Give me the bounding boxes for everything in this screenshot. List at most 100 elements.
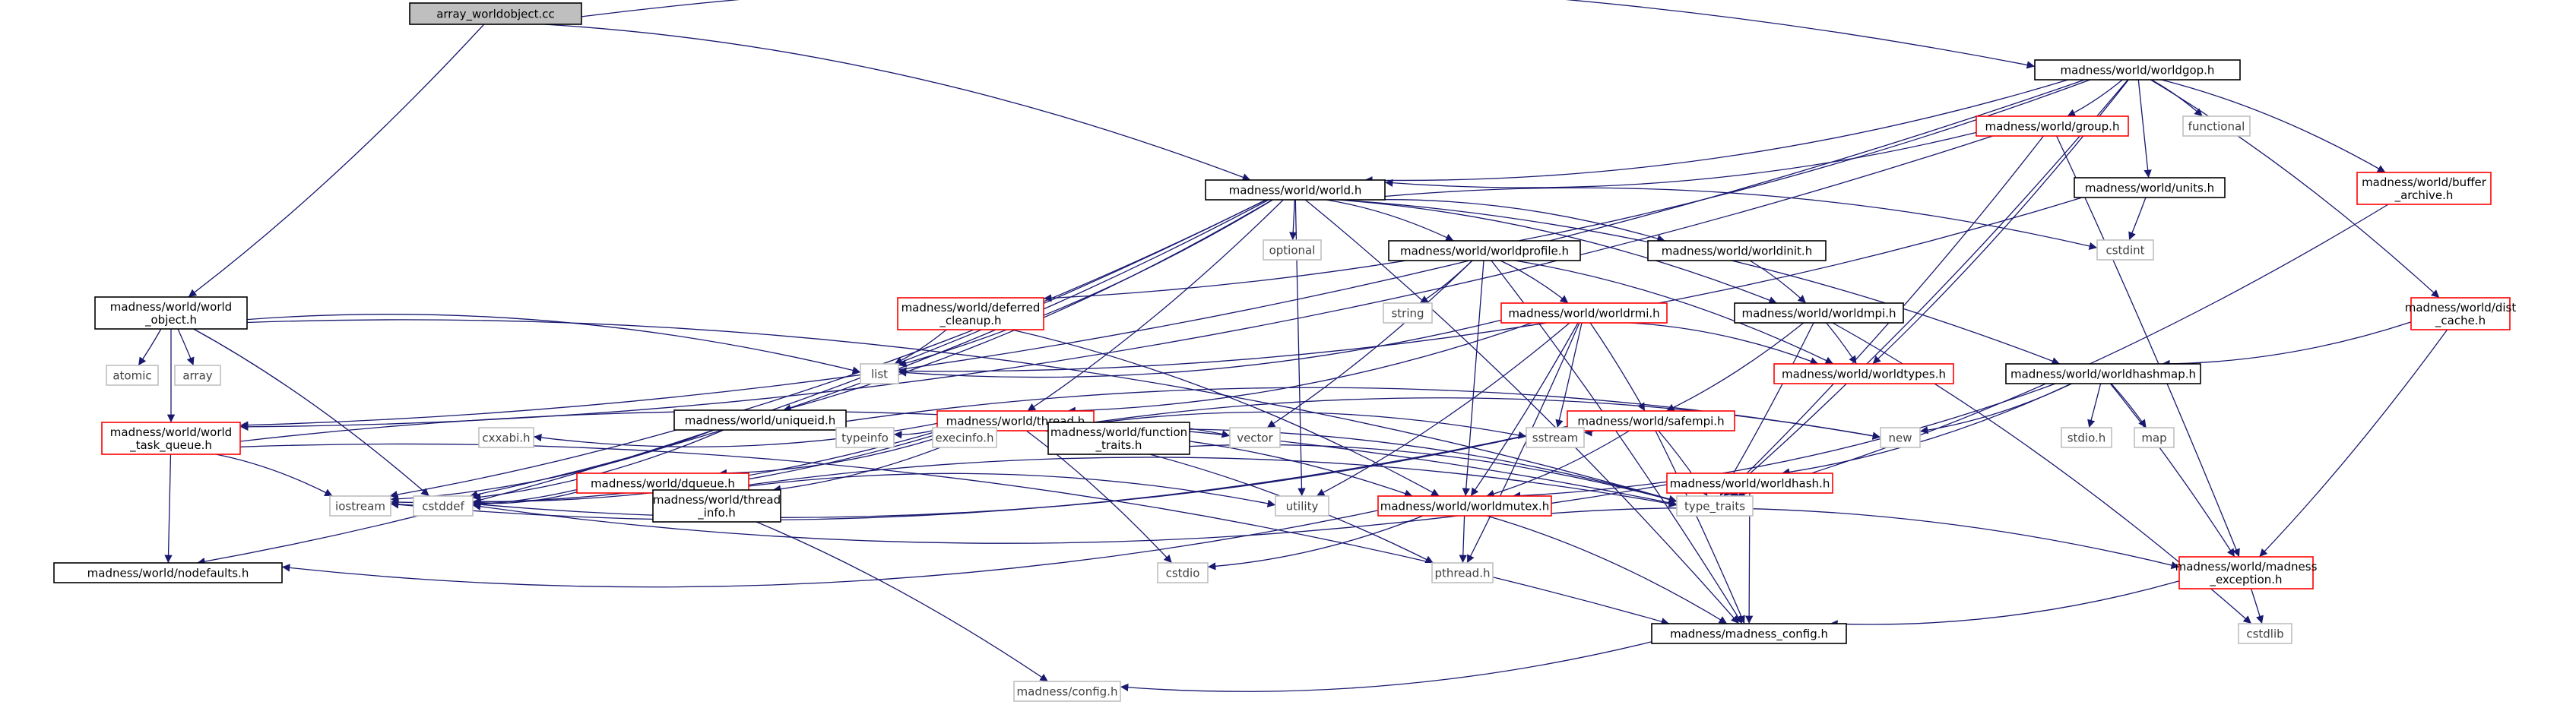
function-traits-header-node[interactable]: madness/world/function_traits.h bbox=[1047, 422, 1190, 455]
cstddef-node[interactable]: cstddef bbox=[413, 495, 474, 517]
config-header-node[interactable]: madness/config.h bbox=[1013, 681, 1121, 702]
world-object-header-node[interactable]: madness/world/world_object.h bbox=[94, 296, 248, 330]
execinfo-node[interactable]: execinfo.h bbox=[932, 427, 997, 448]
node-box bbox=[2238, 623, 2292, 644]
node-box bbox=[1773, 363, 1954, 384]
edge-worldrmi-to-thread bbox=[1067, 322, 1532, 415]
dist-cache-header-node[interactable]: madness/world/dist_cache.h bbox=[2405, 297, 2517, 330]
node-label: list bbox=[871, 368, 888, 381]
utility-node[interactable]: utility bbox=[1275, 495, 1329, 517]
deferred-cleanup-header-node[interactable]: madness/world/deferred_cleanup.h bbox=[897, 297, 1044, 330]
edge-worldprofile-to-vector bbox=[1266, 260, 1473, 428]
node-label: _task_queue.h bbox=[129, 438, 212, 453]
worldinit-header-node[interactable]: madness/world/worldinit.h bbox=[1647, 240, 1827, 261]
cstdint-node[interactable]: cstdint bbox=[2096, 239, 2154, 261]
edge-worldmutex-to-pthread bbox=[1459, 515, 1467, 564]
worldhashmap-header-node[interactable]: madness/world/worldhashmap.h bbox=[2005, 363, 2201, 384]
atomic-node[interactable]: atomic bbox=[106, 365, 159, 386]
node-label: pthread.h bbox=[1435, 567, 1491, 580]
edge-world-to-iostream bbox=[389, 199, 1266, 499]
edge-world-to-worldinit bbox=[1367, 199, 1665, 243]
edge-worldhashmap-to-new bbox=[1919, 383, 2072, 435]
array-node[interactable]: array bbox=[174, 365, 221, 386]
edge-worldgop-to-units bbox=[2137, 79, 2152, 179]
dependency-edges bbox=[138, 0, 2448, 692]
buffer-archive-header-node[interactable]: madness/world/buffer_archive.h bbox=[2356, 172, 2492, 205]
worldtypes-header-node[interactable]: madness/world/worldtypes.h bbox=[1773, 363, 1954, 384]
nodefaults-header-node[interactable]: madness/world/nodefaults.h bbox=[53, 562, 283, 583]
cxxabi-node[interactable]: cxxabi.h bbox=[478, 427, 534, 448]
node-box bbox=[478, 427, 534, 448]
edge-worldgop-to-type-traits bbox=[1724, 79, 2128, 497]
node-box bbox=[673, 409, 847, 431]
node-label: madness/world/worldhash.h bbox=[1670, 477, 1830, 491]
node-box bbox=[1013, 681, 1121, 702]
worldmpi-header-node[interactable]: madness/world/worldmpi.h bbox=[1734, 302, 1904, 324]
node-label: madness/config.h bbox=[1017, 685, 1118, 699]
edge-worldrmi-to-worldmutex bbox=[1470, 322, 1579, 497]
worldprofile-header-node[interactable]: madness/world/worldprofile.h bbox=[1388, 240, 1581, 261]
new-node[interactable]: new bbox=[1880, 427, 1921, 448]
node-label: madness/world/uniqueid.h bbox=[685, 414, 836, 428]
sstream-node[interactable]: sstream bbox=[1526, 427, 1585, 448]
edge-world-task-queue-to-madness-config bbox=[239, 443, 1670, 626]
string-node[interactable]: string bbox=[1383, 302, 1433, 324]
node-box bbox=[1734, 302, 1904, 324]
thread-info-header-node[interactable]: madness/world/thread_info.h bbox=[652, 489, 781, 523]
safempi-header-node[interactable]: madness/world/safempi.h bbox=[1567, 410, 1735, 431]
world-task-queue-header-node[interactable]: madness/world/world_task_queue.h bbox=[101, 422, 241, 455]
root-header-node[interactable]: array_worldobject.cc bbox=[409, 2, 582, 25]
node-label: madness/world/worldmutex.h bbox=[1380, 500, 1550, 514]
edge-units-to-list bbox=[898, 197, 2083, 375]
edge-world-to-utility bbox=[1294, 199, 1306, 497]
edge-worldmutex-to-cstdio bbox=[1207, 515, 1424, 571]
list-node[interactable]: list bbox=[860, 363, 899, 384]
node-box bbox=[106, 365, 159, 386]
iostream-node[interactable]: iostream bbox=[329, 495, 391, 517]
node-box bbox=[1383, 302, 1433, 324]
node-label: cxxabi.h bbox=[482, 431, 530, 445]
edge-worldhashmap-to-stdio-h bbox=[2087, 383, 2102, 428]
worldgop-header-node[interactable]: madness/world/worldgop.h bbox=[2034, 59, 2241, 81]
uniqueid-header-node[interactable]: madness/world/uniqueid.h bbox=[673, 409, 847, 431]
edge-worldrmi-to-pthread bbox=[1466, 322, 1580, 564]
cstdlib-node[interactable]: cstdlib bbox=[2238, 623, 2292, 644]
node-label: madness/world/dqueue.h bbox=[591, 477, 735, 491]
vector-node[interactable]: vector bbox=[1229, 427, 1281, 448]
edge-madness-exception-to-cstdlib bbox=[2250, 588, 2264, 624]
stdio-node[interactable]: stdio.h bbox=[2061, 427, 2112, 448]
cstdio-node[interactable]: cstdio bbox=[1157, 562, 1209, 583]
optional-node[interactable]: optional bbox=[1263, 239, 1322, 261]
edge-dqueue-to-utility bbox=[748, 473, 1276, 507]
typeinfo-node[interactable]: typeinfo bbox=[835, 427, 895, 448]
edge-worldinit-to-worldmpi bbox=[1749, 260, 1807, 304]
header-nodes: array_worldobject.cc madness/world/worldg… bbox=[53, 2, 2517, 702]
node-label: functional bbox=[2188, 120, 2245, 134]
edge-madness-exception-to-madness-config bbox=[1830, 580, 2180, 628]
edge-dqueue-to-cstddef bbox=[472, 491, 578, 507]
edge-root-to-worldgop bbox=[581, 0, 2036, 69]
node-box bbox=[2410, 297, 2511, 330]
pthread-node[interactable]: pthread.h bbox=[1431, 562, 1494, 583]
worldrmi-header-node[interactable]: madness/world/worldrmi.h bbox=[1500, 302, 1668, 324]
node-box bbox=[2034, 59, 2241, 81]
functional-node[interactable]: functional bbox=[2182, 115, 2251, 137]
node-label: madness/world/units.h bbox=[2085, 182, 2214, 195]
worldmutex-header-node[interactable]: madness/world/worldmutex.h bbox=[1377, 495, 1552, 517]
type-traits-node[interactable]: type_traits bbox=[1676, 495, 1754, 517]
node-box bbox=[2178, 556, 2314, 589]
edge-worldgop-to-buffer-archive bbox=[2161, 79, 2386, 173]
group-header-node[interactable]: madness/world/group.h bbox=[1976, 115, 2129, 137]
madness-config-header-node[interactable]: madness/madness_config.h bbox=[1651, 623, 1847, 644]
node-box bbox=[1976, 115, 2129, 137]
map-node[interactable]: map bbox=[2134, 427, 2175, 448]
madness-exception-header-node[interactable]: madness/world/madness_exception.h bbox=[2175, 556, 2318, 589]
units-header-node[interactable]: madness/world/units.h bbox=[2074, 177, 2226, 198]
node-box bbox=[1047, 422, 1190, 455]
edge-worldprofile-to-worldrmi bbox=[1500, 260, 1569, 304]
node-box bbox=[1229, 427, 1281, 448]
worldhash-header-node[interactable]: madness/world/worldhash.h bbox=[1666, 473, 1833, 494]
world-header-node[interactable]: madness/world/world.h bbox=[1205, 179, 1386, 201]
node-label: madness/world/world bbox=[110, 425, 232, 439]
